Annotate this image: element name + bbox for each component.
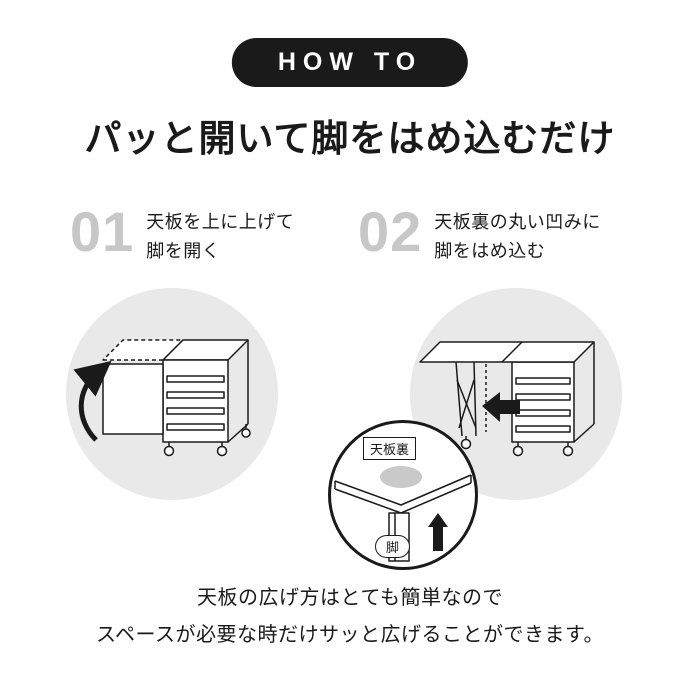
rotate-up-arrow-icon (73, 360, 112, 442)
caster-wheel (460, 438, 472, 449)
step-1-header: 01 天板を上に上げて 脚を開く (48, 200, 340, 266)
cart-closed (102, 338, 251, 456)
cart-frame (162, 358, 229, 443)
tabletop-underside-callout: 天板裏 脚 (328, 420, 478, 570)
step-1: 01 天板を上に上げて 脚を開く (48, 200, 340, 500)
caster-wheel (216, 445, 228, 456)
tabletop-underside-edge (334, 474, 472, 506)
step-2-text-line1: 天板裏の丸い凹みに (434, 212, 601, 232)
cart-open-illustration (419, 340, 595, 456)
step-2-header: 02 天板裏の丸い凹みに 脚をはめ込む (352, 200, 644, 266)
shelf (515, 424, 571, 433)
round-recess (380, 466, 422, 488)
howto-badge-label: HOW TO (277, 48, 423, 76)
tabletop-underside-label: 天板裏 (363, 437, 417, 460)
gate-leg (473, 361, 477, 436)
footer-line2: スペースが必要な時だけサッと広げることができます。 (95, 624, 605, 646)
shelf (515, 376, 571, 385)
leg-label: 脚 (375, 535, 411, 558)
shelf (166, 374, 225, 383)
leaf-raised-dashed (102, 338, 184, 361)
tabletop-extended (419, 340, 595, 363)
cart-frame (511, 360, 575, 443)
page-title: パッと開いて脚をはめ込むだけ (84, 118, 616, 159)
step-1-number: 01 (70, 200, 135, 263)
shelf (166, 422, 225, 431)
step-1-text: 天板を上に上げて 脚を開く (146, 205, 294, 266)
shelf (166, 406, 225, 415)
footer-line1: 天板の広げ方はとても簡単なので (197, 587, 503, 609)
tabletop-fold-seam (501, 341, 523, 363)
step-2-number: 02 (358, 200, 423, 263)
step-2-text: 天板裏の丸い凹みに 脚をはめ込む (434, 205, 601, 266)
caster-wheel (512, 445, 524, 456)
caster-wheel (562, 445, 574, 456)
caster-wheel (241, 427, 251, 438)
shelf (166, 390, 225, 399)
footer-caption: 天板の広げ方はとても簡単なので スペースが必要な時だけサッと広げることができます… (0, 580, 700, 654)
cart-closed-illustration (73, 338, 251, 456)
shelf (515, 392, 571, 401)
step-2-text-line2: 脚をはめ込む (434, 240, 546, 261)
leaf-folded-down (102, 362, 164, 435)
up-arrow-icon (428, 513, 448, 551)
howto-badge: HOW TO (231, 38, 469, 87)
caster-wheel (163, 445, 175, 456)
step-1-text-line1: 天板を上に上げて (146, 212, 295, 232)
insert-arrow-icon (482, 391, 520, 422)
step-1-text-line2: 脚を開く (146, 240, 221, 261)
step-1-illustration-circle (66, 287, 278, 500)
